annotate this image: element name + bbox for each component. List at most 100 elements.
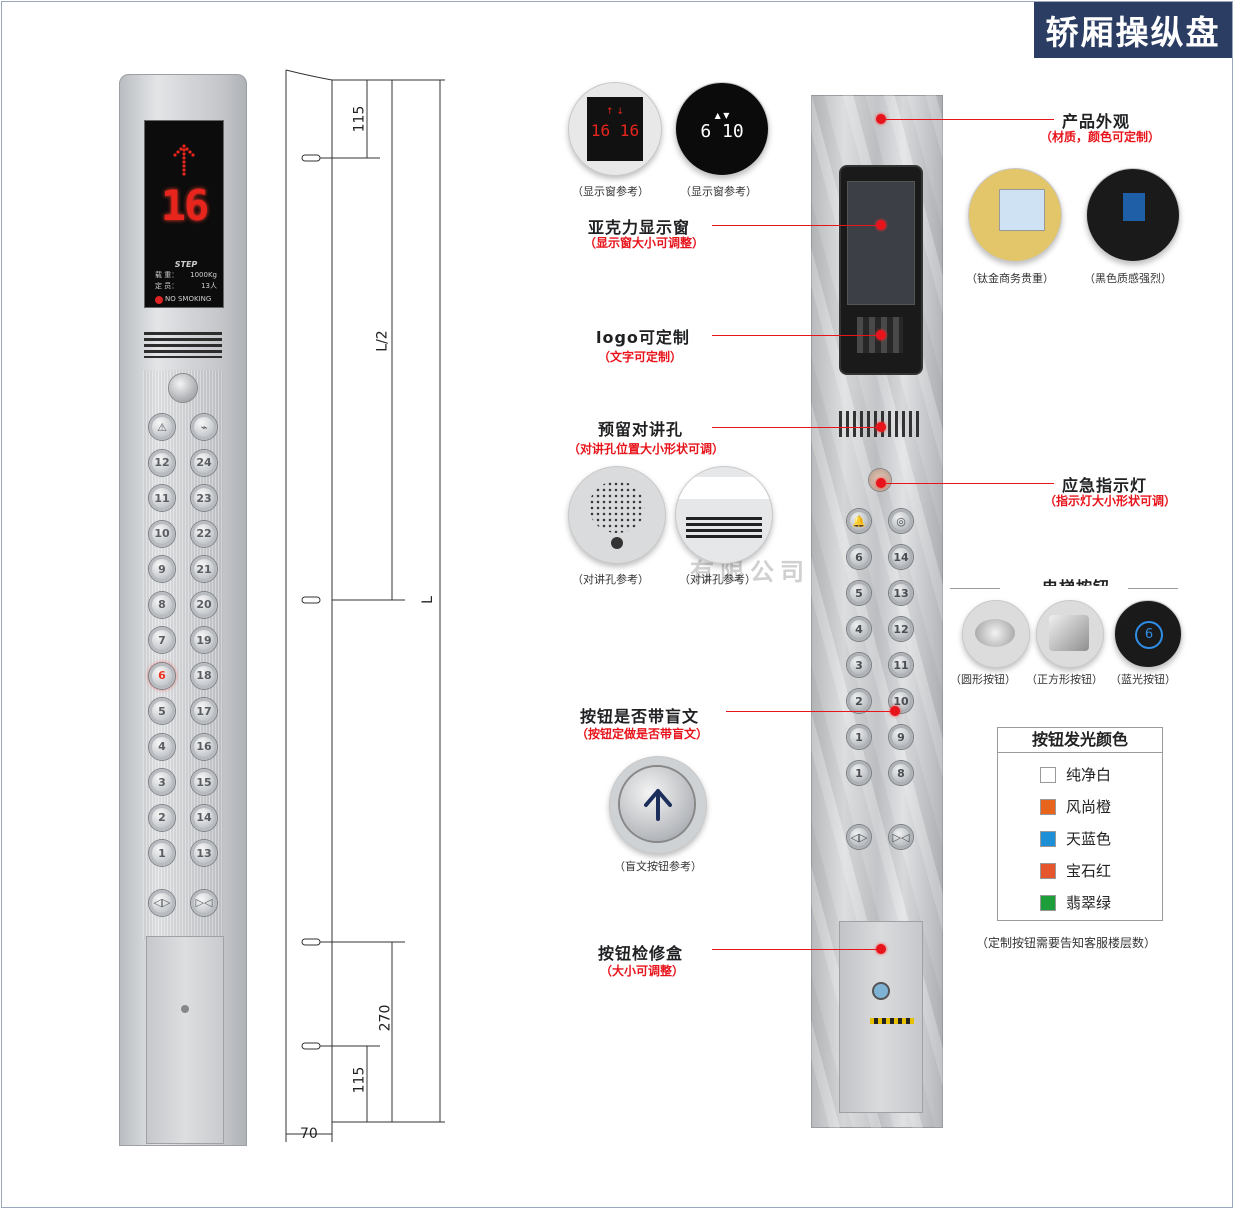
- dim-115-bottom: 115: [351, 1066, 368, 1094]
- photo-floor-button[interactable]: 11: [889, 653, 913, 677]
- braille-marker: [890, 706, 900, 716]
- floor-button[interactable]: 14: [191, 804, 217, 831]
- finish-black-caption: （黑色质感强烈）: [1084, 272, 1172, 285]
- floor-button[interactable]: 10: [149, 520, 175, 547]
- floor-button[interactable]: 8: [149, 591, 175, 618]
- floor-button[interactable]: 6: [149, 662, 175, 689]
- braille-button-ref: [609, 756, 707, 854]
- floor-button[interactable]: 13: [191, 840, 217, 866]
- floor-button[interactable]: 11: [149, 485, 175, 511]
- blue-button-ref: 6: [1114, 600, 1182, 668]
- floor-button[interactable]: 9: [149, 556, 175, 582]
- round-button-ref: [962, 600, 1030, 668]
- legend-item: 纯净白: [1040, 764, 1111, 785]
- load-value: 1000Kg: [190, 271, 217, 279]
- warning-tag: [870, 1018, 914, 1024]
- photo-floor-button[interactable]: 8: [889, 761, 913, 785]
- appearance-note: （材质，颜色可定制）: [1040, 130, 1161, 144]
- key-icon: [872, 982, 890, 1000]
- floor-button[interactable]: 5: [149, 698, 175, 724]
- square-button-ref: [1036, 600, 1104, 668]
- floor-button[interactable]: 21: [191, 556, 217, 582]
- emergency-title: 应急指示灯: [1062, 476, 1148, 495]
- finish-black-ref: [1086, 168, 1180, 262]
- logo-leader: [712, 335, 876, 336]
- floor-button[interactable]: 12: [149, 449, 175, 476]
- floor-number: 16: [160, 181, 210, 230]
- photo-floor-button[interactable]: 1: [847, 761, 871, 785]
- photo-floor-button[interactable]: 4: [847, 617, 871, 641]
- photo-floor-button[interactable]: 2: [847, 689, 871, 713]
- intercom-title: 预留对讲孔: [598, 420, 684, 439]
- floor-button[interactable]: ⌁: [191, 414, 217, 440]
- braille-leader: [726, 711, 890, 712]
- acrylic-display: [839, 165, 923, 375]
- photo-floor-button[interactable]: 13: [889, 581, 913, 605]
- dim-width: 70: [300, 1126, 318, 1142]
- photo-floor-button[interactable]: 6: [847, 545, 871, 569]
- display-ref-2: ▲ ▼ 6 10: [675, 82, 769, 176]
- floor-button[interactable]: 20: [191, 591, 217, 618]
- front-panel-drawing: 16 STEP 载 重：1000Kg 定 员：13人 NO SMOKING ⚠⌁…: [119, 74, 247, 1146]
- floor-button[interactable]: 2: [149, 804, 175, 831]
- square-button-caption: （正方形按钮）: [1026, 673, 1103, 686]
- display-ref-1: ↑ ↓ 16 16: [568, 82, 662, 176]
- photo-floor-button[interactable]: ◎: [889, 509, 913, 533]
- display-info: STEP 载 重：1000Kg 定 员：13人 NO SMOKING: [155, 259, 217, 305]
- photo-floor-button[interactable]: 1: [847, 725, 871, 749]
- floor-button[interactable]: 4: [149, 733, 175, 760]
- legend-item-label: 天蓝色: [1066, 830, 1112, 848]
- floor-button[interactable]: ⚠: [149, 414, 175, 440]
- floor-button[interactable]: 7: [149, 627, 175, 653]
- legend-item: 天蓝色: [1040, 828, 1111, 849]
- photo-floor-button[interactable]: 10: [889, 689, 913, 713]
- braille-title: 按钮是否带盲文: [580, 707, 700, 726]
- legend-item: 风尚橙: [1040, 796, 1111, 817]
- photo-floor-button[interactable]: 🔔: [847, 509, 871, 533]
- floor-button[interactable]: ◁▷: [149, 889, 175, 916]
- dim-half-length: L/2: [374, 330, 391, 352]
- floor-button[interactable]: 1: [149, 840, 175, 866]
- photo-floor-button[interactable]: 3: [847, 653, 871, 677]
- photo-floor-button[interactable]: ◁▷: [847, 825, 871, 849]
- intercom-note: （对讲孔位置大小形状可调）: [568, 442, 725, 456]
- legend-item: 翡翠绿: [1040, 892, 1111, 913]
- load-label: 载 重：: [155, 271, 179, 279]
- emergency-marker: [876, 478, 886, 488]
- legend-title: 按钮发光颜色: [998, 728, 1162, 753]
- photo-floor-button[interactable]: 5: [847, 581, 871, 605]
- service-box-title: 按钮检修盒: [598, 944, 684, 963]
- legend-item-label: 翡翠绿: [1066, 894, 1112, 912]
- color-swatch: [1040, 894, 1056, 911]
- floor-button[interactable]: ▷◁: [191, 889, 217, 916]
- legend-note: （定制按钮需要告知客服楼层数）: [976, 936, 1157, 950]
- floor-button[interactable]: 24: [191, 449, 217, 476]
- intercom-ref-2-caption: （对讲孔参考）: [679, 573, 756, 586]
- camera-icon: [611, 537, 623, 549]
- floor-button[interactable]: 3: [149, 769, 175, 795]
- elevator-button-title: 电梯按钮: [1042, 574, 1110, 586]
- legend-item-label: 宝石红: [1066, 862, 1112, 880]
- floor-button[interactable]: 16: [191, 733, 217, 760]
- page-title: 轿厢操纵盘: [1034, 2, 1232, 58]
- color-swatch: [1040, 862, 1056, 879]
- up-arrow-icon: [644, 789, 672, 821]
- photo-floor-button[interactable]: 9: [889, 725, 913, 749]
- floor-button[interactable]: 22: [191, 520, 217, 547]
- photo-floor-button[interactable]: 12: [889, 617, 913, 641]
- service-box: [146, 936, 224, 1144]
- intercom-grille: [144, 332, 222, 358]
- intercom-ref-1-caption: （对讲孔参考）: [572, 573, 649, 586]
- floor-button[interactable]: 18: [191, 662, 217, 689]
- floor-button[interactable]: 15: [191, 769, 217, 795]
- photo-floor-button[interactable]: 14: [889, 545, 913, 569]
- floor-button[interactable]: 23: [191, 485, 217, 511]
- display-leader: [712, 225, 876, 226]
- display-marker: [876, 220, 886, 230]
- floor-button[interactable]: 17: [191, 698, 217, 724]
- capacity-label: 定 员：: [155, 282, 179, 290]
- elevator-button-leader-left: [950, 588, 1000, 589]
- photo-floor-button[interactable]: ▷◁: [889, 825, 913, 849]
- floor-button[interactable]: 19: [191, 627, 217, 653]
